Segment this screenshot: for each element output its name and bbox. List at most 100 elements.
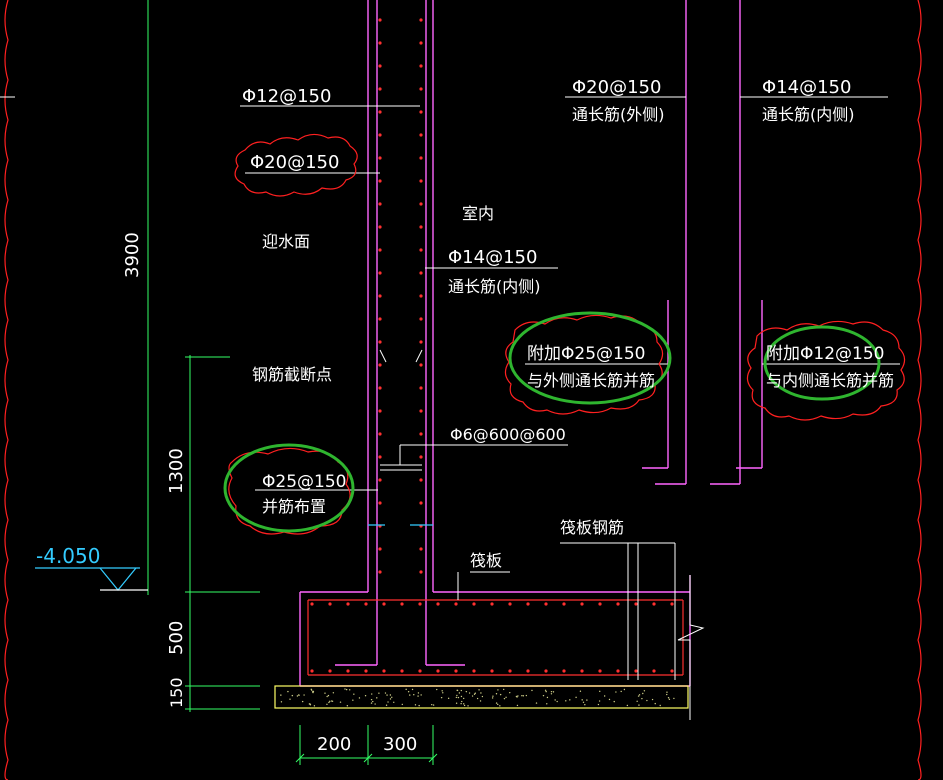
rebar-dot (382, 602, 386, 606)
rebar-dot (670, 669, 674, 673)
cushion-speck (345, 688, 348, 691)
cushion-speck (291, 694, 294, 697)
cushion-speck (301, 700, 304, 703)
rebar-dot (508, 602, 512, 606)
cushion-speck (344, 688, 346, 690)
cushion-speck (492, 695, 494, 697)
cushion-speck (502, 688, 505, 691)
cushion-speck (324, 692, 326, 694)
cushion-speck (442, 692, 444, 694)
cushion-speck (582, 701, 585, 704)
cushion-speck (565, 700, 567, 702)
cushion-speck (409, 694, 411, 696)
rebar-dot (419, 110, 423, 114)
label-top-left-cloud-bar: Φ20@150 (250, 152, 339, 173)
cushion-speck (436, 688, 438, 691)
rebar-dot (400, 602, 404, 606)
cushion-speck (401, 703, 404, 706)
cushion-speck (370, 702, 373, 704)
rebar-dot (378, 294, 382, 298)
rebar-dot (598, 669, 602, 673)
cushion-speck (642, 692, 644, 695)
cushion-speck (509, 691, 511, 694)
cushion-speck (384, 692, 387, 694)
cushion-speck (544, 689, 547, 692)
cushion-speck (417, 695, 419, 697)
rebar-dot (418, 602, 422, 606)
rebar-dot (378, 455, 382, 459)
cushion-speck (468, 692, 471, 694)
cushion-speck (460, 689, 463, 692)
rebar-dot (562, 669, 566, 673)
label-far-right-bar-spec: Φ14@150 (762, 77, 851, 98)
cushion-speck (280, 694, 282, 696)
cushion-speck (465, 690, 468, 693)
cushion-speck (525, 694, 528, 697)
cushion-speck (280, 701, 283, 703)
cushion-speck (308, 703, 311, 705)
cushion-speck (460, 695, 463, 698)
cushion-speck (370, 698, 373, 701)
cushion-speck (385, 704, 388, 706)
cushion-speck (414, 704, 417, 706)
rebar-dot (378, 501, 382, 505)
cushion-speck (613, 700, 615, 703)
cushion-speck (332, 692, 335, 694)
cushion-speck (372, 700, 374, 703)
rebar-dot (378, 225, 382, 229)
cushion-speck (364, 694, 367, 697)
label-bundled-bar-spec: Φ25@150 (262, 472, 346, 492)
cushion-speck (476, 697, 479, 700)
revision-clouds (228, 133, 906, 535)
cushion-speck (411, 688, 414, 691)
raft-rebar-lines (560, 542, 705, 720)
rebar-dot (378, 202, 382, 206)
cushion-speck (545, 690, 547, 693)
cushion-speck (646, 699, 648, 702)
cushion-speck (296, 695, 299, 697)
cushion-speck (623, 688, 626, 691)
rebar-dot (378, 317, 382, 321)
rebar-dot (419, 363, 423, 367)
cushion-speck (575, 696, 577, 699)
cushion-speck (666, 693, 668, 696)
cushion-speck (352, 699, 354, 701)
rebar-dot (400, 669, 404, 673)
cushion-speck (311, 689, 313, 691)
cushion-speck (638, 694, 641, 696)
rebar-dot (364, 602, 368, 606)
cushion-speck (456, 689, 459, 692)
rebar-dot (382, 669, 386, 673)
rebar-dot (378, 179, 382, 183)
rebar-dot (580, 669, 584, 673)
rebar-dot (419, 225, 423, 229)
cushion-speck (376, 697, 378, 699)
rebar-dot (419, 18, 423, 22)
cushion-speck (431, 703, 433, 706)
cushion-speck (455, 702, 458, 704)
rebar-dot (378, 64, 382, 68)
cushion-speck (420, 694, 422, 696)
rebar-dots (310, 18, 674, 673)
rebar-dot (436, 669, 440, 673)
label-add-bar-12-desc: 与内侧通长筋并筋 (766, 371, 894, 390)
rebar-dot (419, 570, 423, 574)
rebar-dot (490, 602, 494, 606)
cushion-speck (353, 693, 355, 695)
cushion-speck (636, 700, 638, 702)
cushion-speck (667, 697, 670, 699)
rebar-dot (419, 547, 423, 551)
cushion-speck (581, 699, 583, 701)
rebar-dot (634, 602, 638, 606)
cushion-speck (312, 690, 315, 693)
rebar-dot (378, 87, 382, 91)
leader-lines (240, 96, 900, 600)
cushion-speck (405, 688, 407, 691)
bottom-dimension (295, 725, 438, 765)
rebar-dot (378, 133, 382, 137)
rebar-dot (616, 669, 620, 673)
cushion-speck (387, 701, 389, 703)
cushion-speck (287, 690, 289, 693)
cushion-speck (556, 700, 558, 703)
